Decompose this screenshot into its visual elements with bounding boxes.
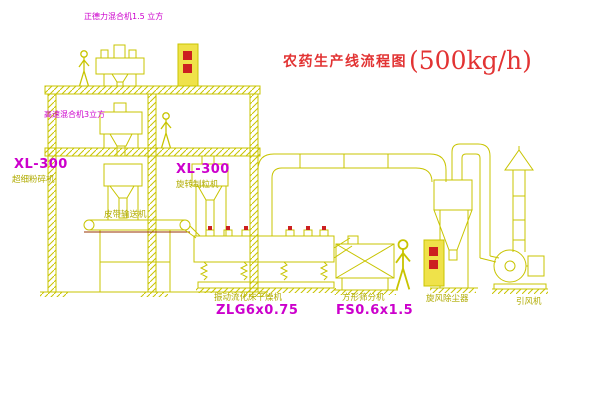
control-cabinet-top (177, 43, 199, 87)
top-mixer-label: 正德力混合机1.5 立方 (84, 12, 164, 21)
control-cabinet-ground (423, 239, 445, 287)
dryer-model-label: ZLG6x0.75 (216, 303, 299, 318)
worker-icon (160, 112, 172, 149)
top-mixer (95, 44, 145, 86)
drawing-title-capacity: (500kg/h) (409, 46, 532, 75)
granulator-model-label: XL-300 (176, 162, 230, 177)
sifter-name-label: 方形筛分机 (342, 293, 385, 303)
fan-label: 引风机 (516, 297, 542, 307)
fluid-bed-dryer (193, 226, 353, 293)
high-speed-mixer-label: 高速混合机3立方 (44, 110, 106, 119)
exhaust-duct (257, 153, 447, 236)
high-speed-mixer (99, 102, 143, 157)
drawing-title: 农药生产线流程图 (500kg/h) (283, 46, 532, 75)
belt-conveyor (83, 219, 201, 292)
sifter-model-label: FS0.6x1.5 (336, 303, 414, 318)
worker-icon (78, 50, 90, 87)
square-sifter (334, 235, 398, 295)
drawing-title-text: 农药生产线流程图 (283, 53, 407, 70)
granulator-name-label: 旋转制粒机 (176, 180, 219, 190)
building-frame (40, 85, 270, 297)
cyclone-label: 旋风除尘器 (426, 294, 469, 304)
pulverizer-model-label: XL-300 (14, 157, 68, 172)
worker-icon (395, 239, 411, 291)
pulverizer-xl300 (103, 163, 143, 220)
pulverizer-name-label: 超细粉碎机 (12, 175, 55, 185)
fan-and-stack (451, 143, 548, 294)
dryer-name-label: 振动流化床干燥机 (214, 293, 283, 303)
belt-conveyor-label: 皮带输送机 (104, 210, 147, 220)
